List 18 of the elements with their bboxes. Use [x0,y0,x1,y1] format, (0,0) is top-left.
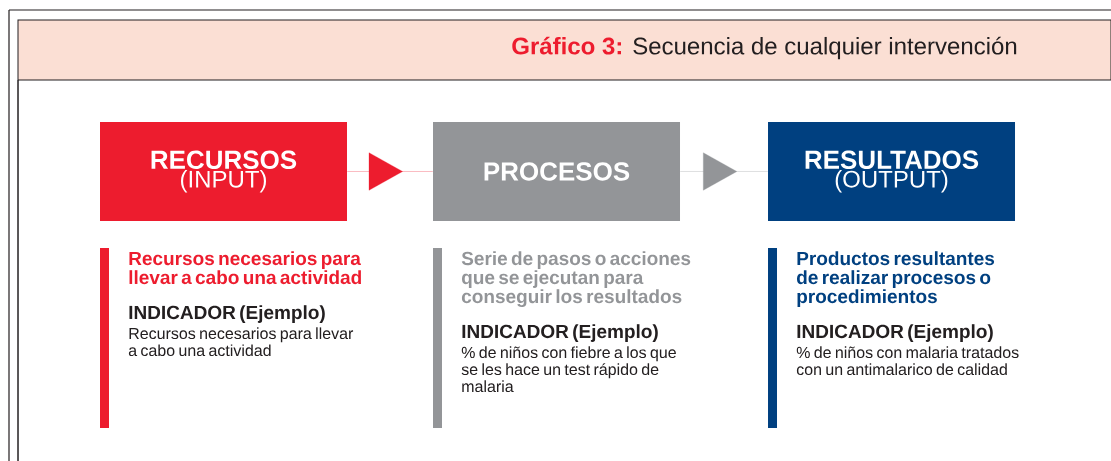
node-label: % de niños con malaria tratados con un antimalarico de calidad [796,346,1019,376]
node-label: Productos resultantes de realizar procesos o procedimientos [796,251,995,307]
node-label: INDICADOR (Ejemplo) [129,305,325,323]
node-label: INDICADOR (Ejemplo) [462,324,658,342]
title: Gráfico 3: Secuencia de cualquier intervención [512,36,1017,60]
description-panel: Recursos necesarios para llevar a cabo una actividad INDICADOR (Ejemplo) Recursos necesarios para llevar a cabo una actividad [100,248,361,428]
arrow [347,152,433,191]
node-label: INDICADOR (Ejemplo) [797,324,993,342]
node-label: % de niños con fiebre a los que se les hace un test rápido de malaria [461,346,676,393]
node-label: Recursos necesarios para llevar a cabo una actividad [129,251,361,285]
stage-box: RECURSOS (INPUT) [100,122,347,221]
stage-box: RESULTADOS (OUTPUT) [768,122,1015,221]
description-panel: Productos resultantes de realizar procesos o procedimientos INDICADOR (Ejemplo) % de niños con malaria tratados con un antimalarico de calidad [768,248,1019,428]
arrow [680,152,768,191]
node-label: Serie de pasos o acciones que se ejecutan para conseguir los resultados [461,251,691,307]
node-label: Recursos necesarios para llevar a cabo una actividad [128,327,354,357]
stage-box: PROCESOS [433,122,680,221]
description-panel: Serie de pasos o acciones que se ejecutan para conseguir los resultados INDICADOR (Ejemplo) % de niños con fiebre a los que se les hace un test rápido de malaria [433,248,691,428]
